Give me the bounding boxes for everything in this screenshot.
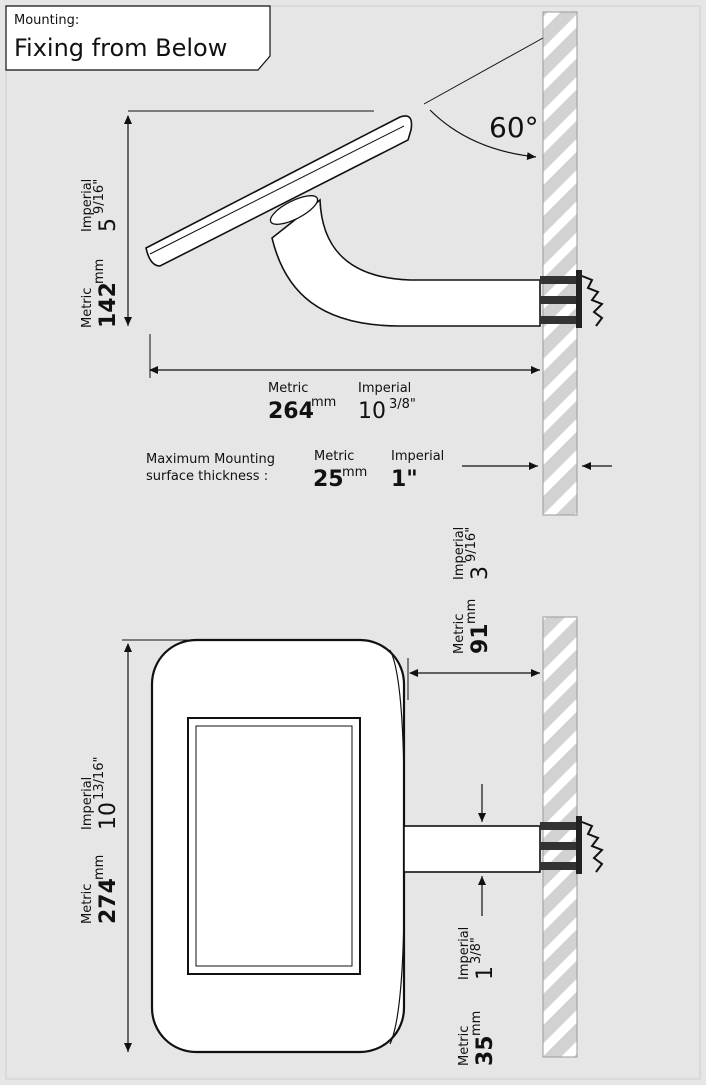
thickness-caption-2: surface thickness : bbox=[146, 469, 268, 484]
thickness-imperial-value: 1" bbox=[391, 467, 418, 492]
dim-height-top-metric-value: 142 bbox=[96, 282, 121, 328]
front-screen bbox=[187, 717, 361, 975]
dim-arm-metric-unit: mm bbox=[469, 1011, 484, 1036]
dim-depth-metric-unit: mm bbox=[311, 395, 336, 410]
angle-arc bbox=[429, 109, 537, 161]
side-fixing-bracket bbox=[540, 270, 604, 328]
dim-arm-metric: Metric 35 mm bbox=[457, 1011, 498, 1066]
thickness-metric-unit: mm bbox=[342, 465, 367, 480]
dim-offset-metric-label: Metric bbox=[452, 614, 467, 654]
dim-height-top-metric: Metric 142 mm bbox=[80, 259, 121, 328]
dim-height-front-imperial-frac: 13/16" bbox=[92, 757, 107, 800]
dim-height-top-imperial-whole: 5 bbox=[96, 218, 121, 232]
dim-height-top-metric-label: Metric bbox=[80, 288, 95, 328]
side-tablet-edge bbox=[149, 125, 405, 255]
dim-height-front-imperial: Imperial 10 13/16" bbox=[80, 757, 121, 830]
dim-arm-imperial-frac: 3/8" bbox=[469, 937, 484, 964]
dim-offset-imperial-frac: 9/16" bbox=[464, 527, 479, 562]
dim-height-top-label: Imperial 5 9/16" bbox=[80, 179, 121, 232]
dim-height-top-imperial-frac: 9/16" bbox=[92, 179, 107, 214]
front-fixing-bracket bbox=[540, 816, 604, 874]
title: Fixing from Below bbox=[14, 34, 227, 62]
dim-height-front-metric-value: 274 bbox=[96, 878, 121, 924]
front-screen-inner bbox=[195, 725, 353, 967]
dim-height-top-imperial-label: Imperial bbox=[80, 179, 95, 232]
dim-depth-imperial-label: Imperial bbox=[358, 381, 411, 396]
dim-arm-imperial-label: Imperial bbox=[457, 927, 472, 980]
angle-value: 60° bbox=[489, 111, 539, 144]
angle-guide-line bbox=[423, 37, 544, 105]
dim-arm-metric-value: 35 bbox=[473, 1035, 498, 1066]
dim-depth-metric-value: 264 bbox=[268, 399, 314, 424]
side-tablet bbox=[145, 115, 413, 267]
wall-bottom bbox=[542, 616, 578, 1058]
dim-offset-metric: Metric 91 mm bbox=[452, 599, 493, 654]
dim-height-front-metric-unit: mm bbox=[92, 855, 107, 880]
dim-depth-imperial-whole: 10 bbox=[358, 399, 386, 424]
title-box: Mounting: Fixing from Below bbox=[5, 5, 271, 71]
dim-arm-imperial: Imperial 1 3/8" bbox=[457, 927, 498, 980]
thickness-metric-label: Metric bbox=[314, 449, 354, 464]
dim-height-front-metric: Metric 274 mm bbox=[80, 855, 121, 924]
side-view: 60° Imperial 5 9/16" Metric 142 mm bbox=[80, 37, 612, 492]
dim-arm-metric-label: Metric bbox=[457, 1026, 472, 1066]
side-hinge bbox=[269, 195, 319, 225]
side-arm bbox=[271, 198, 541, 327]
dim-offset-imperial-whole: 3 bbox=[468, 566, 493, 580]
thickness-caption-1: Maximum Mounting bbox=[146, 452, 275, 467]
dim-height-front-imperial-whole: 10 bbox=[96, 802, 121, 830]
front-view: Imperial 3 9/16" Metric 91 mm Imperi bbox=[80, 527, 604, 1066]
dim-height-front-imperial-label: Imperial bbox=[80, 777, 95, 830]
dim-offset-imperial-label: Imperial bbox=[452, 527, 467, 580]
dim-depth-metric-label: Metric bbox=[268, 381, 308, 396]
thickness-imperial-label: Imperial bbox=[391, 449, 444, 464]
dim-height-front-metric-label: Metric bbox=[80, 884, 95, 924]
wall-top bbox=[542, 11, 578, 516]
thickness-metric-value: 25 bbox=[313, 467, 344, 492]
dim-offset-imperial: Imperial 3 9/16" bbox=[452, 527, 493, 580]
dim-offset-metric-value: 91 bbox=[468, 623, 493, 654]
dim-depth-imperial-frac: 3/8" bbox=[389, 397, 416, 412]
dim-height-top-metric-unit: mm bbox=[92, 259, 107, 284]
title-kicker: Mounting: bbox=[14, 13, 79, 28]
front-arm bbox=[403, 825, 541, 873]
page-border bbox=[5, 5, 701, 1080]
dim-offset-metric-unit: mm bbox=[464, 599, 479, 624]
dim-arm-imperial-whole: 1 bbox=[473, 966, 498, 980]
